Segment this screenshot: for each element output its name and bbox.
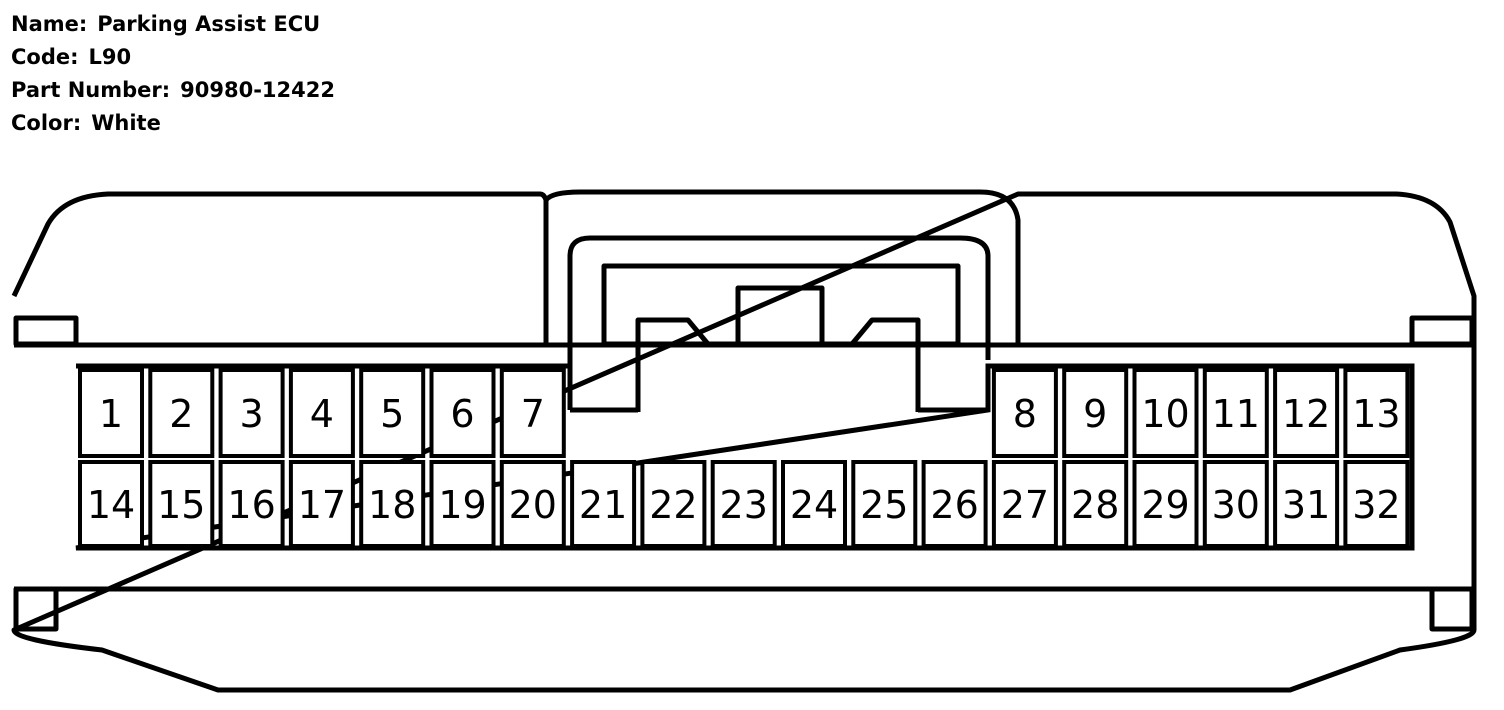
housing-outline	[11, 189, 1477, 693]
pin-cell	[1202, 368, 1269, 458]
pin-cell	[640, 460, 707, 548]
pin-number: 8	[1013, 392, 1037, 436]
pin-cell	[429, 460, 496, 548]
pin-cell	[1132, 368, 1199, 458]
pin-cell	[288, 460, 355, 548]
pin-number: 23	[720, 483, 768, 527]
left-side-tab	[13, 315, 79, 347]
pin-number: 32	[1352, 483, 1400, 527]
pin-cell	[991, 368, 1058, 458]
pin-number: 11	[1212, 392, 1260, 436]
connector-code: L90	[88, 45, 132, 69]
pin-cell	[288, 368, 355, 458]
connector-name: Parking Assist ECU	[97, 12, 321, 36]
color-row: Color: White	[11, 107, 335, 140]
pin-cell	[218, 368, 285, 458]
pin-cell	[359, 460, 426, 548]
pin-cell	[1132, 460, 1199, 548]
pin-cell	[78, 460, 144, 548]
pin-cell	[148, 368, 215, 458]
pins-top-row-right: 8 9 10 11 12 13	[991, 368, 1410, 458]
pin-cell	[570, 460, 637, 548]
connector-part-number: 90980-12422	[180, 78, 335, 102]
connector-info: Name: Parking Assist ECU Code: L90 Part Nu…	[11, 8, 335, 140]
pin-number: 25	[860, 483, 908, 527]
pin-cell	[710, 460, 777, 548]
latch-frame	[567, 235, 991, 408]
pin-cell	[921, 460, 988, 548]
pin-number: 9	[1083, 392, 1107, 436]
name-row: Name: Parking Assist ECU	[11, 8, 335, 41]
part-number-row: Part Number: 90980-12422	[11, 74, 335, 107]
pin-number: 13	[1352, 392, 1400, 436]
pin-number: 14	[87, 483, 135, 527]
lock-tab	[635, 285, 921, 412]
pin-cell	[429, 368, 496, 458]
pin-number: 22	[649, 483, 697, 527]
pin-number: 21	[579, 483, 627, 527]
pin-number: 19	[438, 483, 486, 527]
pin-cell	[1062, 460, 1129, 548]
connector-housing	[11, 189, 1477, 693]
pin-cell	[1202, 460, 1269, 548]
pin-cell	[1273, 368, 1340, 458]
part-number-label: Part Number:	[11, 78, 171, 102]
pin-number: 2	[169, 392, 193, 436]
pin-number: 31	[1282, 483, 1330, 527]
pin-cell	[781, 460, 847, 548]
pin-number: 27	[1001, 483, 1049, 527]
pin-number: 7	[521, 392, 545, 436]
pin-cell	[499, 460, 566, 548]
pin-cell	[148, 460, 215, 548]
right-side-tab	[1409, 315, 1475, 347]
pin-cell	[1273, 460, 1340, 548]
pin-number: 30	[1212, 483, 1260, 527]
pin-number: 20	[509, 483, 557, 527]
pin-number: 24	[790, 483, 838, 527]
pin-number: 28	[1071, 483, 1119, 527]
color-label: Color:	[11, 111, 82, 135]
pin-number: 15	[157, 483, 205, 527]
pin-number: 26	[930, 483, 978, 527]
pin-cell	[1062, 368, 1129, 458]
pin-number: 1	[99, 392, 123, 436]
pin-cell	[218, 460, 285, 548]
pin-number: 3	[240, 392, 264, 436]
pin-cell	[851, 460, 918, 548]
name-label: Name:	[11, 12, 88, 36]
pin-number: 4	[310, 392, 334, 436]
pin-number: 5	[380, 392, 404, 436]
code-label: Code:	[11, 45, 79, 69]
pin-number: 16	[227, 483, 275, 527]
pin-number: 17	[298, 483, 346, 527]
pin-cell	[78, 368, 144, 458]
pin-cell	[359, 368, 426, 458]
pin-number: 10	[1141, 392, 1189, 436]
pin-cell	[991, 460, 1058, 548]
pin-number: 6	[450, 392, 474, 436]
connector-color: White	[91, 111, 161, 135]
pins-bottom-row: 14 15 16 17 18 19 20 21 22 23 24 25 26 27 28 29 30 31 32	[78, 460, 1410, 548]
pin-cell	[1343, 368, 1410, 458]
pin-number: 12	[1282, 392, 1330, 436]
pin-cell	[1343, 460, 1410, 548]
latch-inner	[601, 263, 961, 344]
left-foot	[13, 586, 59, 632]
pin-number: 29	[1141, 483, 1189, 527]
code-row: Code: L90	[11, 41, 335, 74]
right-foot	[1429, 586, 1475, 632]
pin-cell	[499, 368, 566, 458]
pin-number: 18	[368, 483, 416, 527]
pins-top-row-left: 1 2 3 4 5 6 7	[78, 368, 566, 458]
